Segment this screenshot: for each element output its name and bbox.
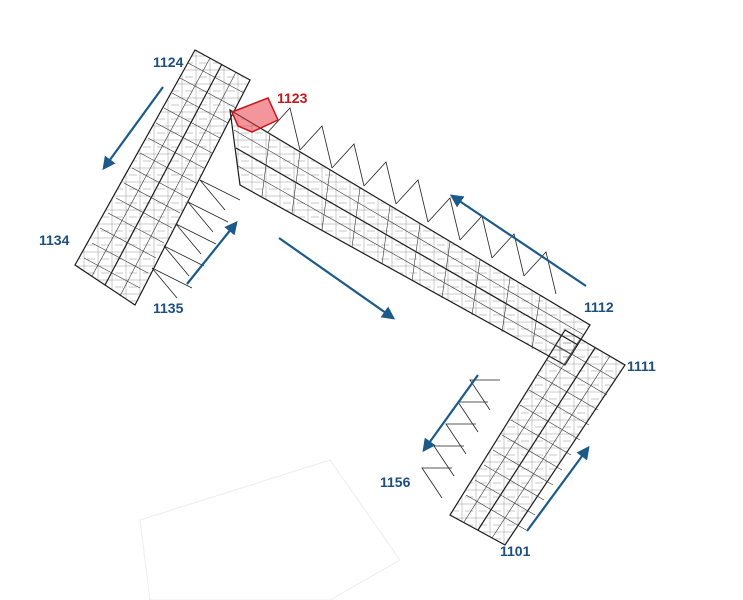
room-label-1156: 1156 <box>380 474 411 490</box>
main-wing <box>229 108 591 366</box>
faint-outline <box>139 459 401 600</box>
main-wing-fins <box>267 107 557 295</box>
left-wing <box>74 49 251 306</box>
room-label-1134: 1134 <box>39 232 70 248</box>
room-label-1101: 1101 <box>500 543 531 559</box>
right-wing <box>449 329 626 546</box>
room-label-1111: 1111 <box>627 358 656 374</box>
arrow-main-wing-up <box>449 194 587 287</box>
direction-arrows <box>102 86 590 532</box>
room-label-1135: 1135 <box>153 300 184 316</box>
arrow-left-wing-down <box>102 86 164 171</box>
arrow-right-wing-up <box>526 445 590 532</box>
arrow-main-wing-down <box>278 237 396 320</box>
room-label-1112: 1112 <box>584 299 614 315</box>
arrow-right-wing-down <box>422 374 479 453</box>
room-label-1124: 1124 <box>153 54 184 70</box>
arrow-left-wing-up <box>186 220 238 285</box>
left-wing-fins <box>151 179 241 299</box>
highlighted-room-1123[interactable] <box>231 97 279 133</box>
room-label-1123: 1123 <box>277 90 308 106</box>
